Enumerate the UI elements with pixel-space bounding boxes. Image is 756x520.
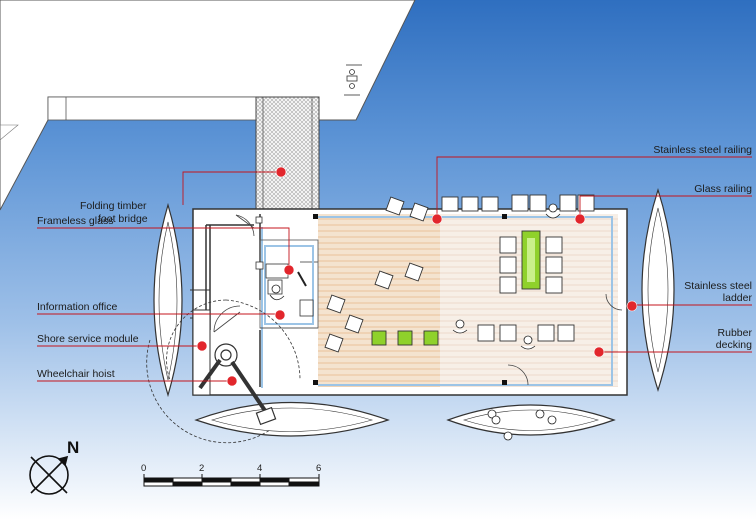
callout-markers [196,166,638,387]
north-label: N [67,438,80,457]
leader-lines [37,156,752,382]
label-wheelchair-hoist: Wheelchair hoist [37,368,115,380]
north-arrow-icon [29,455,69,495]
wheelchair-hoist [198,343,277,426]
hoist-sweep [146,299,301,444]
door-swings [213,214,623,386]
scale-tick-2: 2 [199,463,205,474]
label-stainless-steel-railing: Stainless steel railing [653,144,752,156]
label-rubber-decking-line1: Rubber [717,327,752,339]
railings [261,216,613,388]
pontoon-west [153,202,183,398]
foot-bridge [255,96,320,210]
label-information-office: Information office [37,301,118,313]
people [452,203,561,441]
label-folding-bridge-line2: foot bridge [98,213,148,225]
posts [313,214,507,385]
timber-planters [371,330,439,346]
scale-tick-4: 4 [257,463,263,474]
label-rubber-decking-line2: decking [715,339,752,351]
service-block [192,309,211,396]
scale-bar [143,474,320,487]
pontoon-east [641,188,675,392]
pontoon-southwest [194,401,390,437]
scale-tick-6: 6 [316,463,322,474]
quay-strip [47,96,259,121]
label-shore-service-module: Shore service module [37,333,139,345]
label-folding-bridge-line1: Folding timber [80,200,147,212]
label-stainless-steel-ladder-line1: Stainless steel [684,280,752,292]
office-person [269,271,307,301]
scale-tick-0: 0 [141,463,147,474]
timber-tables [324,196,429,353]
label-stainless-steel-ladder-line2: ladder [722,292,752,304]
hinge-detail [344,64,362,96]
label-frameless-glass: Frameless glass [37,215,114,227]
rubber-seating [441,194,595,342]
label-glass-railing: Glass railing [694,183,752,195]
